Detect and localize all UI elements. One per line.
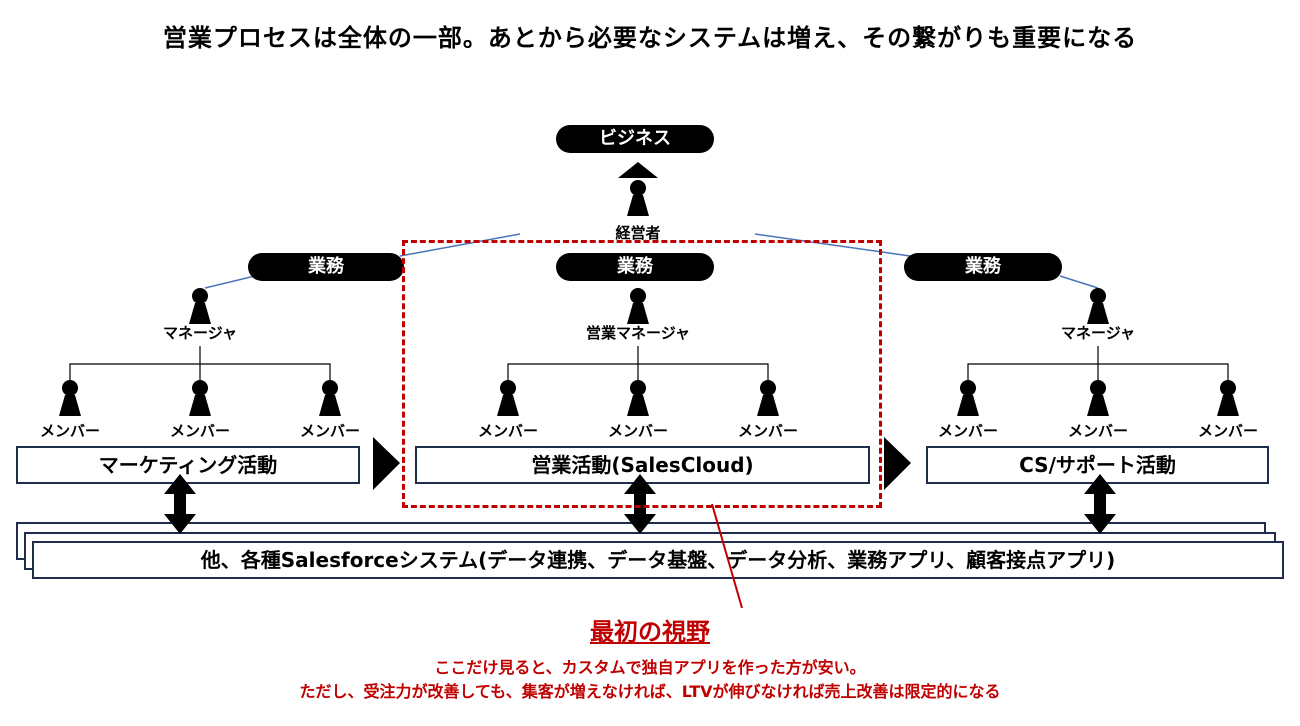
double-arrow-icon [1084,474,1116,534]
callout-pointer-line [711,503,743,609]
member-label: メンバー [607,422,668,440]
double-arrow-icon [164,474,196,534]
callout-line-2: ただし、受注力が改善しても、集客が増えなければ、LTVが伸びなければ売上改善は限… [299,682,1001,701]
activity-box-cs-support: CS/サポート活動 [926,446,1269,484]
executive-label: 経営者 [615,224,661,242]
department-pill-right: 業務 [904,253,1062,281]
manager-label-left: マネージャ [163,324,237,342]
member-label: メンバー [299,422,360,440]
member-label: メンバー [477,422,538,440]
activity-box-marketing: マーケティング活動 [16,446,360,484]
department-pill-left: 業務 [248,253,404,281]
member-label: メンバー [1067,422,1128,440]
member-label: メンバー [169,422,230,440]
connector-line-exec-left [399,233,521,257]
flow-arrow-icon [373,437,400,490]
manager-label-center: 営業マネージャ [586,324,690,342]
member-label: メンバー [937,422,998,440]
department-pill-center: 業務 [556,253,714,281]
callout-title: 最初の視野 [590,618,710,646]
member-label: メンバー [39,422,100,440]
triangle-marker-icon [618,162,658,178]
member-label: メンバー [737,422,798,440]
connector-line-right-manager [1059,275,1099,289]
connector-line-left-manager [204,275,256,289]
connector-line-exec-right [754,233,911,257]
member-label: メンバー [1197,422,1258,440]
manager-label-right: マネージャ [1061,324,1135,342]
callout-line-1: ここだけ見ると、カスタムで独自アプリを作った方が安い。 [434,658,866,677]
initial-scope-highlight [402,240,882,508]
page-title: 営業プロセスは全体の一部。あとから必要なシステムは増え、その繋がりも重要になる [162,24,1138,52]
flow-arrow-icon [884,437,911,490]
business-pill: ビジネス [556,125,714,153]
systems-box: 他、各種Salesforceシステム(データ連携、データ基盤、データ分析、業務ア… [32,541,1284,579]
